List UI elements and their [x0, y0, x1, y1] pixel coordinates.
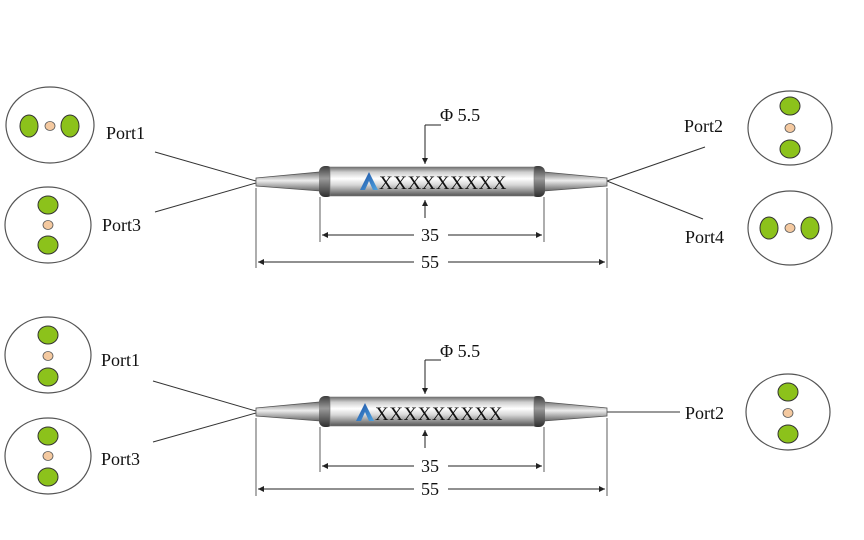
center-core [42, 451, 54, 461]
total-length-label: 55 [421, 479, 439, 499]
port1-leader-line [152, 380, 257, 412]
total-length-label: 55 [421, 252, 439, 272]
fiber-core [37, 235, 59, 255]
port1-label: Port1 [101, 350, 140, 370]
top-port1-cross-section [5, 86, 95, 164]
port3-leader-line [154, 182, 257, 213]
top-port4-cross-section [747, 190, 833, 266]
left-end-cap [319, 166, 333, 197]
brand-text: XXXXXXXXX [379, 173, 507, 194]
bottom-port2-cross-section [745, 373, 831, 451]
left-end-cap [319, 396, 333, 427]
steel-tube [329, 166, 535, 197]
center-core [44, 121, 56, 131]
fiber-core [60, 114, 80, 138]
right-end-cap [531, 396, 545, 427]
fiber-core [759, 216, 779, 240]
port4-label: Port4 [685, 227, 724, 247]
fiber-core [800, 216, 820, 240]
left-taper-boot [255, 401, 321, 422]
center-core [784, 123, 796, 133]
body-length-label: 35 [421, 456, 439, 476]
port3-leader-line [152, 412, 257, 443]
port2-leader-line [606, 146, 706, 182]
coupler-package: XXXXXXXXX [255, 396, 608, 427]
right-taper-boot [543, 401, 608, 422]
brand-logo-icon [356, 403, 374, 421]
fiber-core [37, 195, 59, 215]
fiber-core [777, 424, 799, 444]
port4-leader-line [606, 180, 704, 220]
brand-logo-icon [360, 172, 378, 190]
top-port2-cross-section [747, 90, 833, 166]
port3-label: Port3 [101, 449, 140, 469]
bottom-port3-cross-section [4, 417, 92, 495]
port3-label: Port3 [102, 215, 141, 235]
fiber-core [37, 325, 59, 345]
center-core [42, 220, 54, 230]
coupler-package: XXXXXXXXX [255, 166, 608, 197]
right-taper-boot [543, 171, 608, 192]
fiber-core [777, 382, 799, 402]
center-core [784, 223, 796, 233]
fiber-core [779, 139, 801, 159]
right-end-cap [531, 166, 545, 197]
body-length-label: 35 [421, 225, 439, 245]
port2-label: Port2 [685, 403, 724, 423]
port1-leader-line [154, 151, 257, 182]
port1-label: Port1 [106, 123, 145, 143]
fiber-core [37, 467, 59, 487]
port2-label: Port2 [684, 116, 723, 136]
brand-text: XXXXXXXXX [375, 404, 503, 425]
bottom-device: XXXXXXXXX Φ 5.5 35 55 Port1 Port3 Port2 [4, 316, 831, 499]
bottom-port1-cross-section [4, 316, 92, 394]
fiber-core [19, 114, 39, 138]
center-core [42, 351, 54, 361]
diameter-label: Φ 5.5 [440, 341, 480, 361]
top-port3-cross-section [4, 186, 92, 264]
top-device: XXXXXXXXX Φ 5.5 35 55 Port1 Port3 Port2 … [4, 86, 833, 272]
fiber-core [37, 367, 59, 387]
diameter-label: Φ 5.5 [440, 105, 480, 125]
fiber-core [37, 426, 59, 446]
center-core [782, 408, 794, 418]
fiber-core [779, 96, 801, 116]
left-taper-boot [255, 171, 321, 192]
